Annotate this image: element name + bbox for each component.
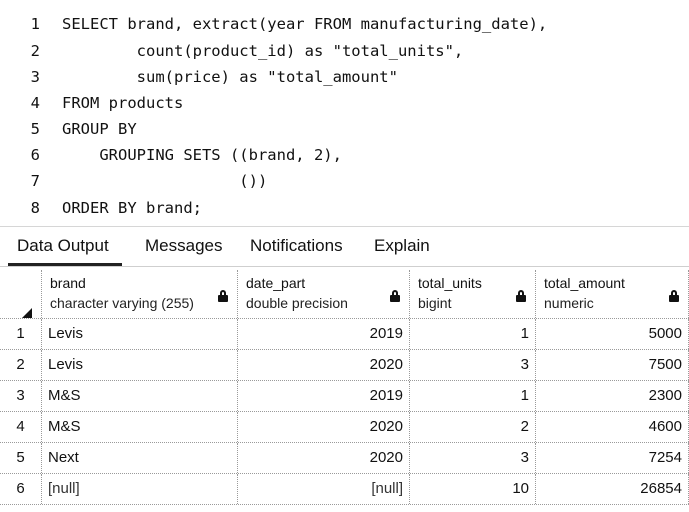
cell-total-units[interactable]: 2	[410, 412, 536, 442]
lock-icon	[516, 290, 526, 302]
header-divider	[0, 318, 689, 319]
line-number: 1	[30, 15, 40, 33]
code-text[interactable]: GROUPING SETS ((brand, 2),	[62, 146, 342, 164]
code-text[interactable]: count(product_id) as "total_units",	[62, 42, 464, 60]
column-type: numeric	[544, 295, 594, 311]
code-line[interactable]: 2 count(product_id) as "total_units",	[0, 38, 689, 64]
column-header-brand[interactable]: brand character varying (255)	[42, 270, 238, 318]
cell-total-units[interactable]: 1	[410, 319, 536, 349]
cell-total-amount[interactable]: 26854	[536, 474, 689, 504]
line-number: 3	[30, 68, 40, 86]
cell-total-amount[interactable]: 4600	[536, 412, 689, 442]
column-name: brand	[50, 275, 86, 291]
cell-brand[interactable]: [null]	[42, 474, 238, 504]
cell-brand[interactable]: Next	[42, 443, 238, 473]
cell-brand[interactable]: M&S	[42, 412, 238, 442]
row-number-header[interactable]	[0, 270, 42, 318]
code-text[interactable]: FROM products	[62, 94, 184, 112]
cell-brand[interactable]: M&S	[42, 381, 238, 411]
tab-divider	[0, 266, 689, 267]
line-number: 2	[30, 42, 40, 60]
line-number: 4	[30, 94, 40, 112]
cell-date-part[interactable]: 2020	[238, 412, 410, 442]
cell-brand[interactable]: Levis	[42, 350, 238, 380]
cell-date-part[interactable]: 2020	[238, 350, 410, 380]
code-text[interactable]: GROUP BY	[62, 120, 137, 138]
line-number: 5	[30, 120, 40, 138]
code-line[interactable]: 7 ())	[0, 168, 689, 194]
tab-data-output[interactable]: Data Output	[8, 227, 122, 266]
lock-icon	[669, 290, 679, 302]
tab-notifications[interactable]: Notifications	[250, 236, 343, 255]
cell-total-amount[interactable]: 7500	[536, 350, 689, 380]
cell-total-units[interactable]: 1	[410, 381, 536, 411]
cell-total-units[interactable]: 10	[410, 474, 536, 504]
code-text[interactable]: sum(price) as "total_amount"	[62, 68, 398, 86]
cell-date-part[interactable]: 2019	[238, 319, 410, 349]
row-number[interactable]: 1	[0, 319, 42, 349]
code-line[interactable]: 4 FROM products	[0, 90, 689, 116]
tab-explain[interactable]: Explain	[374, 236, 430, 255]
code-text[interactable]: ORDER BY brand;	[62, 199, 202, 217]
line-number: 7	[30, 172, 40, 190]
column-type: character varying (255)	[50, 295, 194, 311]
lock-icon	[218, 290, 228, 302]
row-number[interactable]: 5	[0, 443, 42, 473]
column-type: bigint	[418, 295, 452, 311]
cell-total-amount[interactable]: 5000	[536, 319, 689, 349]
code-line[interactable]: 5 GROUP BY	[0, 116, 689, 142]
row-number[interactable]: 2	[0, 350, 42, 380]
cell-date-part[interactable]: [null]	[238, 474, 410, 504]
select-all-corner-icon[interactable]	[22, 308, 32, 318]
code-line[interactable]: 8 ORDER BY brand;	[0, 195, 689, 221]
lock-icon	[390, 290, 400, 302]
sql-editor[interactable]: 1 SELECT brand, extract(year FROM manufac…	[0, 0, 689, 226]
cell-total-units[interactable]: 3	[410, 443, 536, 473]
cell-brand[interactable]: Levis	[42, 319, 238, 349]
cell-total-amount[interactable]: 2300	[536, 381, 689, 411]
cell-total-amount[interactable]: 7254	[536, 443, 689, 473]
row-number[interactable]: 4	[0, 412, 42, 442]
code-text[interactable]: ())	[62, 172, 268, 190]
result-tabs: Data Output Messages Notifications Explain	[0, 226, 689, 267]
cell-date-part[interactable]: 2020	[238, 443, 410, 473]
column-name: total_units	[418, 275, 482, 291]
column-name: total_amount	[544, 275, 625, 291]
code-line[interactable]: 3 sum(price) as "total_amount"	[0, 64, 689, 90]
cell-date-part[interactable]: 2019	[238, 381, 410, 411]
column-name: date_part	[246, 275, 306, 291]
column-type: double precision	[246, 295, 348, 311]
row-number[interactable]: 6	[0, 474, 42, 504]
line-number: 6	[30, 146, 40, 164]
line-number: 8	[30, 199, 40, 217]
tab-messages[interactable]: Messages	[145, 236, 223, 255]
code-text[interactable]: SELECT brand, extract(year FROM manufact…	[62, 15, 548, 33]
code-line[interactable]: 6 GROUPING SETS ((brand, 2),	[0, 142, 689, 168]
code-line[interactable]: 1 SELECT brand, extract(year FROM manufac…	[0, 11, 689, 37]
cell-total-units[interactable]: 3	[410, 350, 536, 380]
row-number[interactable]: 3	[0, 381, 42, 411]
